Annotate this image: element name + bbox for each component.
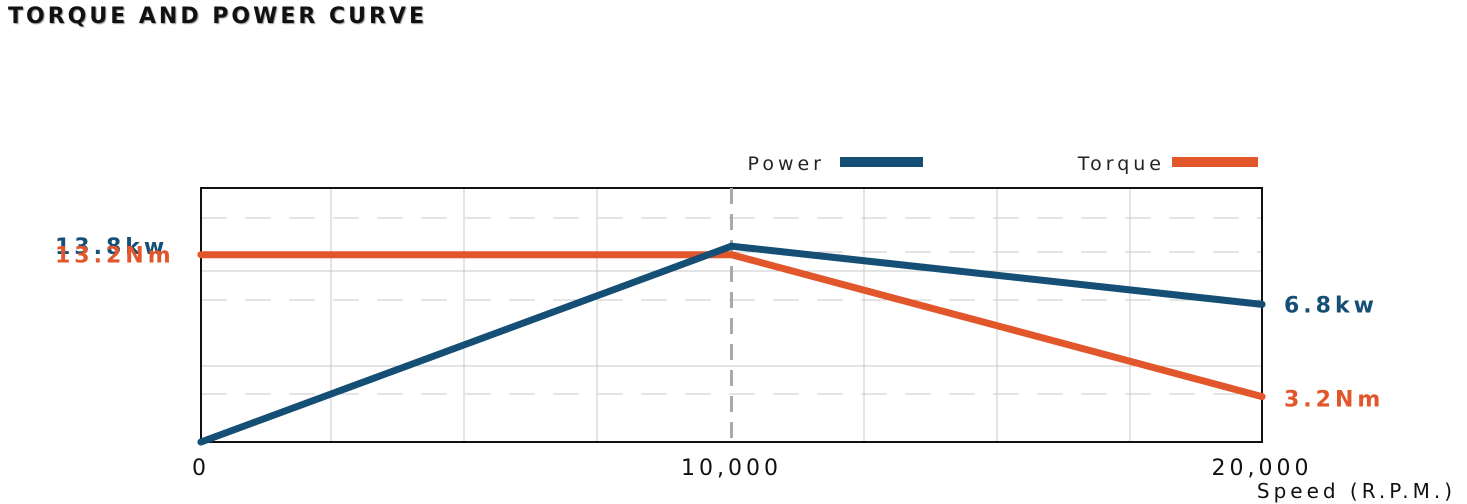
chart-title: TORQUE AND POWER CURVE [8, 4, 427, 29]
torque-data-point [197, 251, 205, 259]
power-data-point [197, 438, 205, 446]
x-tick-label-10000: 10,000 [681, 456, 782, 481]
x-tick-label-20000: 20,000 [1212, 456, 1313, 481]
torque-data-point [1258, 393, 1266, 401]
torque-max-label: 13.2Nm [55, 244, 175, 269]
legend-torque-label: Torque [1077, 153, 1165, 175]
x-axis-label: Speed (R.P.M.) [1257, 479, 1456, 503]
torque-data-point [728, 251, 735, 259]
power-data-point [1258, 300, 1266, 308]
data-points [197, 242, 1266, 446]
legend-power-label: Power [748, 153, 825, 175]
legend-torque-swatch [1172, 157, 1258, 167]
power-end-label: 6.8kw [1284, 293, 1378, 318]
power-data-point [728, 242, 735, 250]
power-max-label: 13.8kw [55, 235, 168, 260]
torque-end-label: 3.2Nm [1284, 388, 1384, 413]
x-tick-label-0: 0 [192, 456, 210, 481]
legend-power-swatch [840, 157, 923, 167]
